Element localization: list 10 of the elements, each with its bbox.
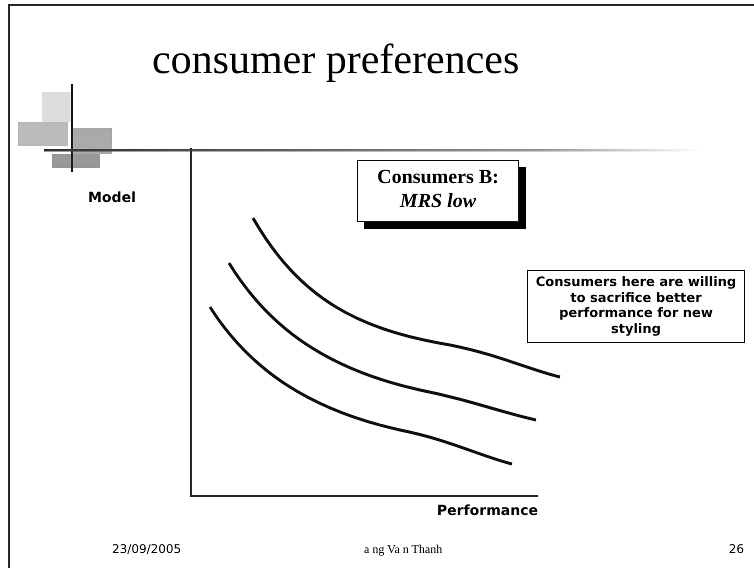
footer-date: 23/09/2005: [112, 542, 182, 556]
axis-label: Performance: [436, 503, 538, 519]
box-text: Consumers here are willing to sacrifice better performance for new styling: [534, 275, 738, 338]
page-number: 26: [728, 542, 744, 556]
axis-label: Model: [88, 190, 136, 206]
box-heading: Consumers B:: [376, 165, 500, 189]
box-text: MRS low: [398, 189, 478, 213]
slide-title: consumer preferences: [152, 36, 520, 84]
text-box: [527, 270, 745, 343]
footer-author: a ng Va n Thanh: [364, 542, 442, 557]
